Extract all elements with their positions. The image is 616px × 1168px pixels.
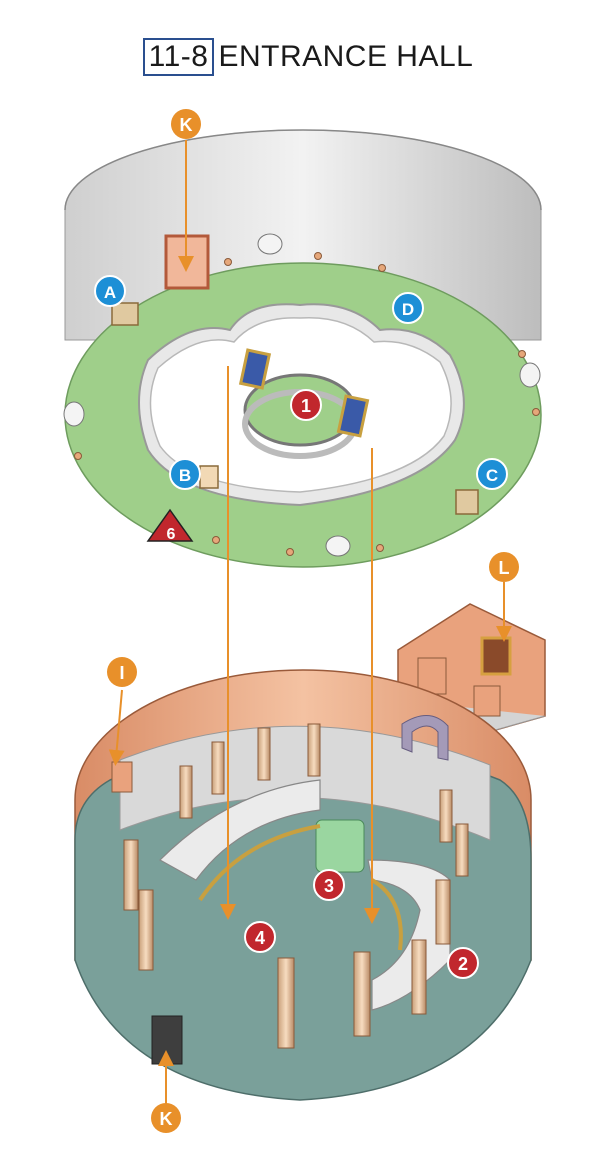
upper-level [63,129,542,568]
area-name: ENTRANCE HALL [218,40,474,73]
svg-text:A: A [104,283,116,302]
svg-text:K: K [180,115,193,135]
marker-l[interactable]: L [489,552,519,582]
svg-text:2: 2 [458,954,468,974]
marker-triangle-6[interactable]: 6 [146,508,194,543]
area-code: 11-8 [142,38,215,76]
lower-level [74,603,546,1101]
pedestal-b [199,465,219,489]
svg-text:6: 6 [167,526,176,543]
svg-text:L: L [499,558,510,578]
svg-text:3: 3 [324,876,334,896]
marker-k-top[interactable]: K [171,109,201,139]
crate [473,685,501,717]
marker-k-bottom[interactable]: K [151,1103,181,1133]
ghost-icon [63,401,85,427]
marker-3[interactable]: 3 [313,869,345,901]
candles [74,252,540,556]
ground-door [151,1015,183,1065]
marker-c[interactable]: C [476,458,508,490]
svg-text:D: D [402,300,414,319]
svg-text:I: I [119,663,124,683]
ghost-icon [325,535,351,557]
ghost-icon [257,233,283,255]
svg-text:B: B [179,466,191,485]
archway [401,715,449,761]
marker-i[interactable]: I [107,657,137,687]
pedestal-a [111,302,139,326]
marker-4[interactable]: 4 [244,921,276,953]
svg-text:4: 4 [255,928,265,948]
marker-d[interactable]: D [392,292,424,324]
pillars [123,723,469,1049]
ghost-icon [519,362,541,388]
painting-right [336,394,370,438]
marker-a[interactable]: A [94,275,126,307]
statue [315,819,365,873]
marker-1[interactable]: 1 [290,389,322,421]
svg-text:K: K [160,1109,173,1129]
side-room-door [480,636,512,676]
painting-left [238,348,272,390]
svg-text:C: C [486,466,498,485]
marker-b[interactable]: B [169,458,201,490]
connection-arrows [108,140,512,1104]
pedestal-c [455,489,479,515]
svg-text:1: 1 [301,396,311,416]
wall-banner [111,761,133,793]
marker-2[interactable]: 2 [447,947,479,979]
staircase [159,779,321,881]
